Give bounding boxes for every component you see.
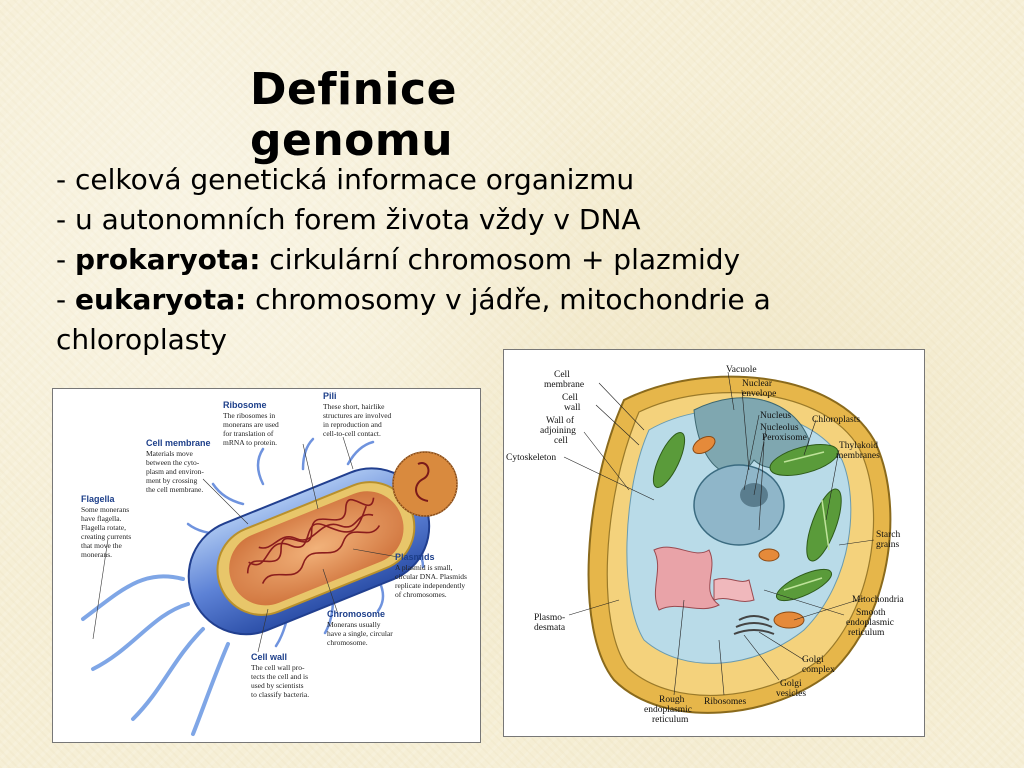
mitochondria-shapes <box>692 435 805 629</box>
label-vacuole: Vacuole <box>726 365 757 375</box>
label-plasmids-text: A plasmid is small, circular DNA. Plasmi… <box>395 563 469 599</box>
nucleus-shape <box>693 464 785 546</box>
bullet-list: - celková genetická informace organizmu … <box>56 160 916 360</box>
chloroplast-shapes <box>652 431 842 602</box>
label-wall-title: Cell wall <box>251 652 287 662</box>
flagella-shape <box>81 574 230 736</box>
bullet-4: - eukaryota: chromosomy v jádře, mitocho… <box>56 283 771 356</box>
label-plasmodesmata: Plasmo-desmata <box>534 613 566 633</box>
chromosome-shape <box>246 497 381 584</box>
label-flagella-title: Flagella <box>81 494 116 504</box>
label-chromosome-text: Monerans usually have a single, circular… <box>327 620 395 647</box>
bullet-3: - prokaryota: cirkulární chromosom + pla… <box>56 243 741 276</box>
label-peroxisome: Peroxisome <box>762 433 807 443</box>
plasmid-magnified <box>392 451 458 517</box>
label-nucleolus: Nucleolus <box>760 423 799 433</box>
label-chromosome-title: Chromosome <box>327 609 385 619</box>
golgi-shape <box>733 615 775 635</box>
label-ribosome-title: Ribosome <box>223 400 267 410</box>
label-ribosome-text: The ribosomes in monerans are used for t… <box>223 411 281 447</box>
prokaryote-illustration: Ribosome The ribosomes in monerans are u… <box>81 391 469 736</box>
label-mitochondria: Mitochondria <box>852 595 904 605</box>
label-chloroplasts: Chloroplasts <box>812 415 860 425</box>
bullet-1: - celková genetická informace organizmu <box>56 163 635 196</box>
label-ribosomes: Ribosomes <box>704 697 747 707</box>
label-cytoskeleton: Cytoskeleton <box>506 453 556 463</box>
label-pili-text: These short, hairlike structures are inv… <box>323 402 393 438</box>
label-flagella-text: Some monerans have flagella. Flagella ro… <box>81 505 133 559</box>
rough-er-shape <box>653 546 720 611</box>
slide-title: Definice genomu <box>250 64 457 166</box>
bacterium-cell <box>187 467 431 636</box>
label-pili-title: Pili <box>323 391 337 401</box>
label-nucleus: Nucleus <box>760 411 791 421</box>
label-wall-text: The cell wall pro- tects the cell and is… <box>251 663 310 699</box>
label-plasmids-title: Plasmids <box>395 552 435 562</box>
prokaryote-figure: Ribosome The ribosomes in monerans are u… <box>52 388 481 743</box>
label-membrane-title: Cell membrane <box>146 438 211 448</box>
bullet-2: - u autonomních forem života vždy v DNA <box>56 203 641 236</box>
label-membrane-text: Materials move between the cyto- plasm a… <box>146 449 206 494</box>
